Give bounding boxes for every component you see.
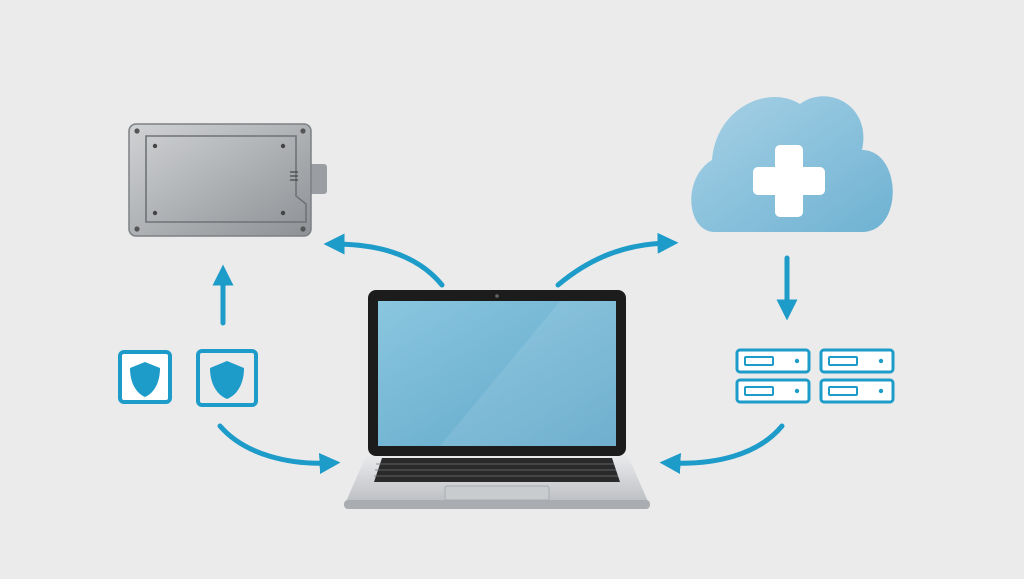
arrow-laptop-to-cloud	[555, 232, 679, 288]
server-drive-icon	[819, 348, 895, 374]
hard-drive-icon	[128, 123, 327, 237]
shield-icon	[196, 349, 258, 407]
server-drive-icon	[819, 378, 895, 404]
laptop-icon	[344, 290, 650, 509]
server-drive-icon	[735, 378, 811, 404]
shield-icon	[118, 350, 172, 404]
arrow-laptop-to-drive	[323, 233, 445, 288]
cloud-plus-icon	[691, 96, 893, 232]
arrow-servers-to-laptop	[659, 423, 785, 474]
arrow-shield-to-laptop	[217, 423, 341, 475]
server-drive-icon	[735, 348, 811, 374]
